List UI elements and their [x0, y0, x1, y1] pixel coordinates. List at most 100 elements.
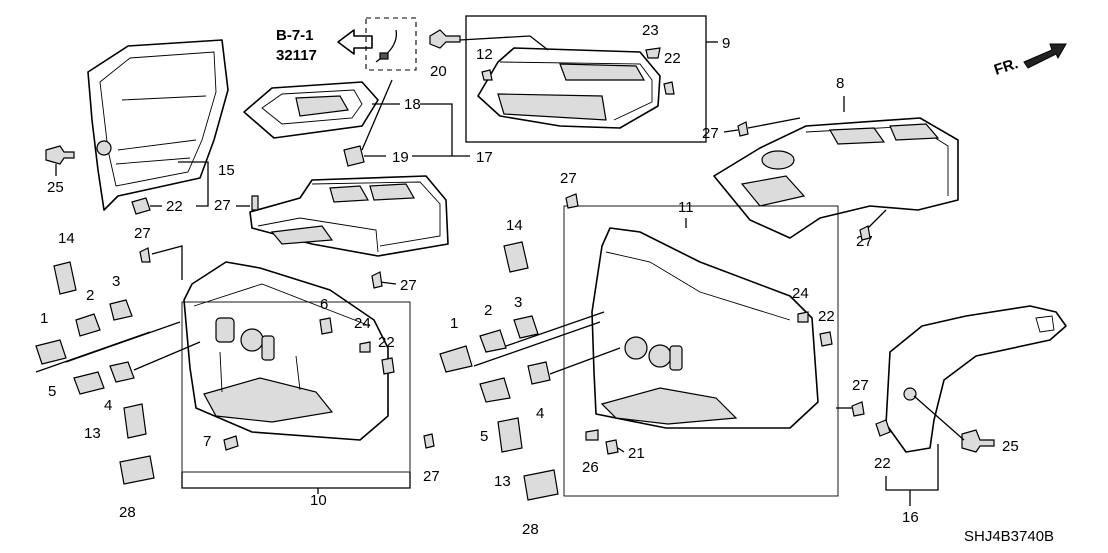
callout-26: 26 — [582, 459, 599, 476]
callout-3: 3 — [514, 294, 522, 311]
part-3-socket-left[interactable] — [109, 299, 133, 321]
part-22-clip-console[interactable] — [381, 357, 395, 375]
callout-2: 2 — [86, 287, 94, 304]
callout-2: 2 — [484, 302, 492, 319]
front-label: FR. — [992, 55, 1020, 79]
callout-18: 18 — [404, 96, 421, 113]
part-25-clip-right[interactable] — [961, 429, 995, 453]
part-3-socket-right[interactable] — [513, 315, 539, 339]
part-14-cap-right[interactable] — [503, 241, 529, 273]
part-17-upper-console-box[interactable] — [249, 175, 449, 257]
callout-8: 8 — [836, 75, 844, 92]
part-19-relay[interactable] — [343, 145, 365, 167]
part-23-clip[interactable] — [645, 47, 661, 59]
callout-27: 27 — [702, 125, 719, 142]
callout-27: 27 — [423, 468, 440, 485]
callout-11: 11 — [678, 199, 694, 216]
callout-27: 27 — [214, 197, 231, 214]
part-11-lower-console-right[interactable] — [591, 227, 819, 429]
part-9-group-frame — [465, 15, 707, 143]
part-28-socket-right[interactable] — [523, 469, 559, 501]
callout-27: 27 — [134, 225, 151, 242]
part-14-cap-left[interactable] — [53, 261, 77, 295]
part-13-cap-right[interactable] — [497, 417, 523, 453]
callout-9: 9 — [722, 35, 730, 52]
part-8-upper-console[interactable] — [713, 117, 959, 239]
callout-3: 3 — [112, 273, 120, 290]
callout-23: 23 — [642, 22, 659, 39]
part-10-lower-console-left[interactable] — [183, 261, 389, 441]
front-direction-indicator: FR. — [992, 43, 1067, 79]
part-1-lighter-left[interactable] — [35, 339, 67, 365]
callout-5: 5 — [480, 428, 488, 445]
part-5-socket-left[interactable] — [73, 371, 105, 395]
callout-27: 27 — [560, 170, 577, 187]
callout-13: 13 — [84, 425, 101, 442]
part-22-clip-box[interactable] — [663, 81, 675, 95]
callout-14: 14 — [58, 230, 75, 247]
callout-16: 16 — [902, 509, 919, 526]
part-24-clip[interactable] — [359, 341, 371, 353]
callout-4: 4 — [536, 405, 544, 422]
callout-1: 1 — [450, 315, 458, 332]
reference-callout[interactable]: B-7-1 32117 — [276, 17, 417, 71]
part-22-clip-left[interactable] — [131, 197, 151, 215]
part-11-group-frame — [563, 205, 839, 497]
part-21-clip[interactable] — [605, 439, 619, 455]
callout-24: 24 — [354, 315, 371, 332]
callout-1: 1 — [40, 310, 48, 327]
callout-22: 22 — [166, 198, 183, 215]
part-1-lighter-right[interactable] — [439, 345, 473, 373]
connector-detail-box — [365, 17, 417, 71]
part-16-side-panel[interactable] — [885, 305, 1067, 453]
part-5-socket-right[interactable] — [479, 377, 511, 403]
part-6-clip[interactable] — [319, 317, 333, 335]
part-4-ring-right[interactable] — [527, 361, 551, 385]
part-7-screw[interactable] — [223, 435, 239, 451]
part-9-storage-box[interactable] — [477, 47, 661, 129]
part-15-side-panel[interactable] — [87, 39, 229, 211]
part-12-clip[interactable] — [481, 69, 493, 81]
part-18-console-tray[interactable] — [243, 81, 379, 139]
part-26-clip[interactable] — [585, 429, 599, 441]
callout-17: 17 — [476, 149, 493, 166]
reference-page: B-7-1 — [276, 27, 314, 44]
callout-20: 20 — [430, 63, 447, 80]
callout-15: 15 — [218, 162, 235, 179]
front-arrow-icon — [1023, 43, 1067, 69]
callout-14: 14 — [506, 217, 523, 234]
callout-7: 7 — [203, 433, 211, 450]
part-13-cap-left[interactable] — [123, 403, 147, 439]
part-20-bolt[interactable] — [429, 29, 461, 49]
callout-25: 25 — [1002, 438, 1019, 455]
part-28-socket-left[interactable] — [119, 455, 155, 485]
callout-27: 27 — [852, 377, 869, 394]
callout-13: 13 — [494, 473, 511, 490]
callout-10: 10 — [310, 492, 327, 509]
callout-12: 12 — [476, 46, 493, 63]
callout-22: 22 — [664, 50, 681, 67]
callout-21: 21 — [628, 445, 645, 462]
part-25-clip-left[interactable] — [45, 145, 75, 165]
callout-24: 24 — [792, 285, 809, 302]
part-22-clip-panel[interactable] — [875, 419, 891, 437]
reference-arrow-icon — [337, 29, 373, 55]
callout-27: 27 — [400, 277, 417, 294]
callout-19: 19 — [392, 149, 409, 166]
callout-22: 22 — [818, 308, 835, 325]
part-2-socket-right[interactable] — [479, 329, 507, 353]
part-2-socket-left[interactable] — [75, 313, 101, 337]
callout-5: 5 — [48, 383, 56, 400]
callout-6: 6 — [320, 296, 328, 313]
connector-plug — [379, 52, 389, 60]
part-10-group-frame — [181, 301, 411, 473]
callout-4: 4 — [104, 397, 112, 414]
callout-28: 28 — [119, 504, 136, 521]
callout-25: 25 — [47, 179, 64, 196]
callout-28: 28 — [522, 521, 539, 538]
callout-22: 22 — [378, 334, 395, 351]
part-4-ring-left[interactable] — [109, 361, 135, 383]
callout-22: 22 — [874, 455, 891, 472]
reference-code: 32117 — [276, 47, 317, 64]
